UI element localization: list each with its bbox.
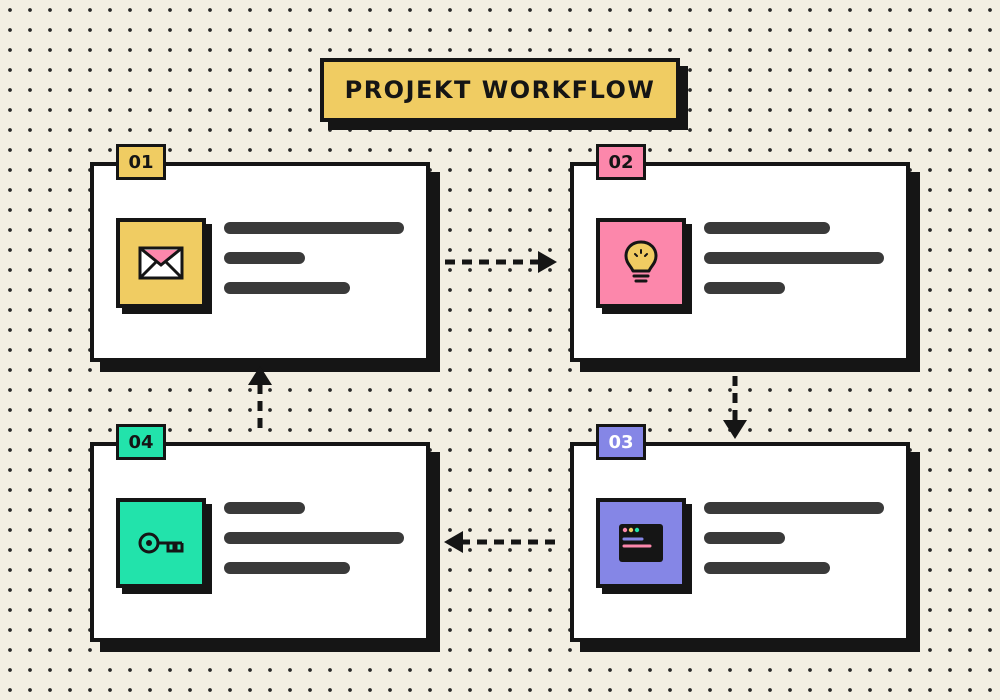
diagram-title: PROJEKT WORKFLOW — [344, 76, 656, 104]
step-icon-box — [596, 498, 686, 588]
text-placeholder-line — [704, 502, 884, 514]
step-number-badge: 02 — [596, 144, 646, 180]
step-icon-box — [596, 218, 686, 308]
text-placeholder-line — [224, 532, 404, 544]
step-icon-box — [116, 218, 206, 308]
terminal-window-icon — [619, 524, 663, 562]
step-icon-box — [116, 498, 206, 588]
arrow-01-to-02 — [445, 251, 557, 273]
text-placeholder-line — [224, 252, 305, 264]
arrow-02-to-03 — [723, 376, 747, 439]
arrow-04-to-01 — [248, 366, 272, 428]
step-card-03: 03 — [570, 424, 910, 642]
key-icon — [138, 532, 184, 554]
arrow-03-to-04 — [444, 531, 555, 553]
text-placeholder-line — [704, 532, 785, 544]
step-card-04: 04 — [90, 424, 430, 642]
step-number-badge: 01 — [116, 144, 166, 180]
text-placeholder-line — [224, 502, 305, 514]
step-card-01: 01 — [90, 144, 430, 362]
lightbulb-icon — [624, 240, 658, 283]
envelope-icon — [138, 246, 184, 280]
text-placeholder-line — [704, 252, 884, 264]
step-number-badge: 04 — [116, 424, 166, 460]
text-placeholder-line — [224, 222, 404, 234]
title-banner: PROJEKT WORKFLOW — [320, 58, 680, 122]
text-placeholder-line — [224, 282, 350, 294]
step-number-badge: 03 — [596, 424, 646, 460]
text-placeholder-line — [704, 222, 830, 234]
text-placeholder-line — [704, 282, 785, 294]
text-placeholder-line — [224, 562, 350, 574]
text-placeholder-line — [704, 562, 830, 574]
step-card-02: 02 — [570, 144, 910, 362]
